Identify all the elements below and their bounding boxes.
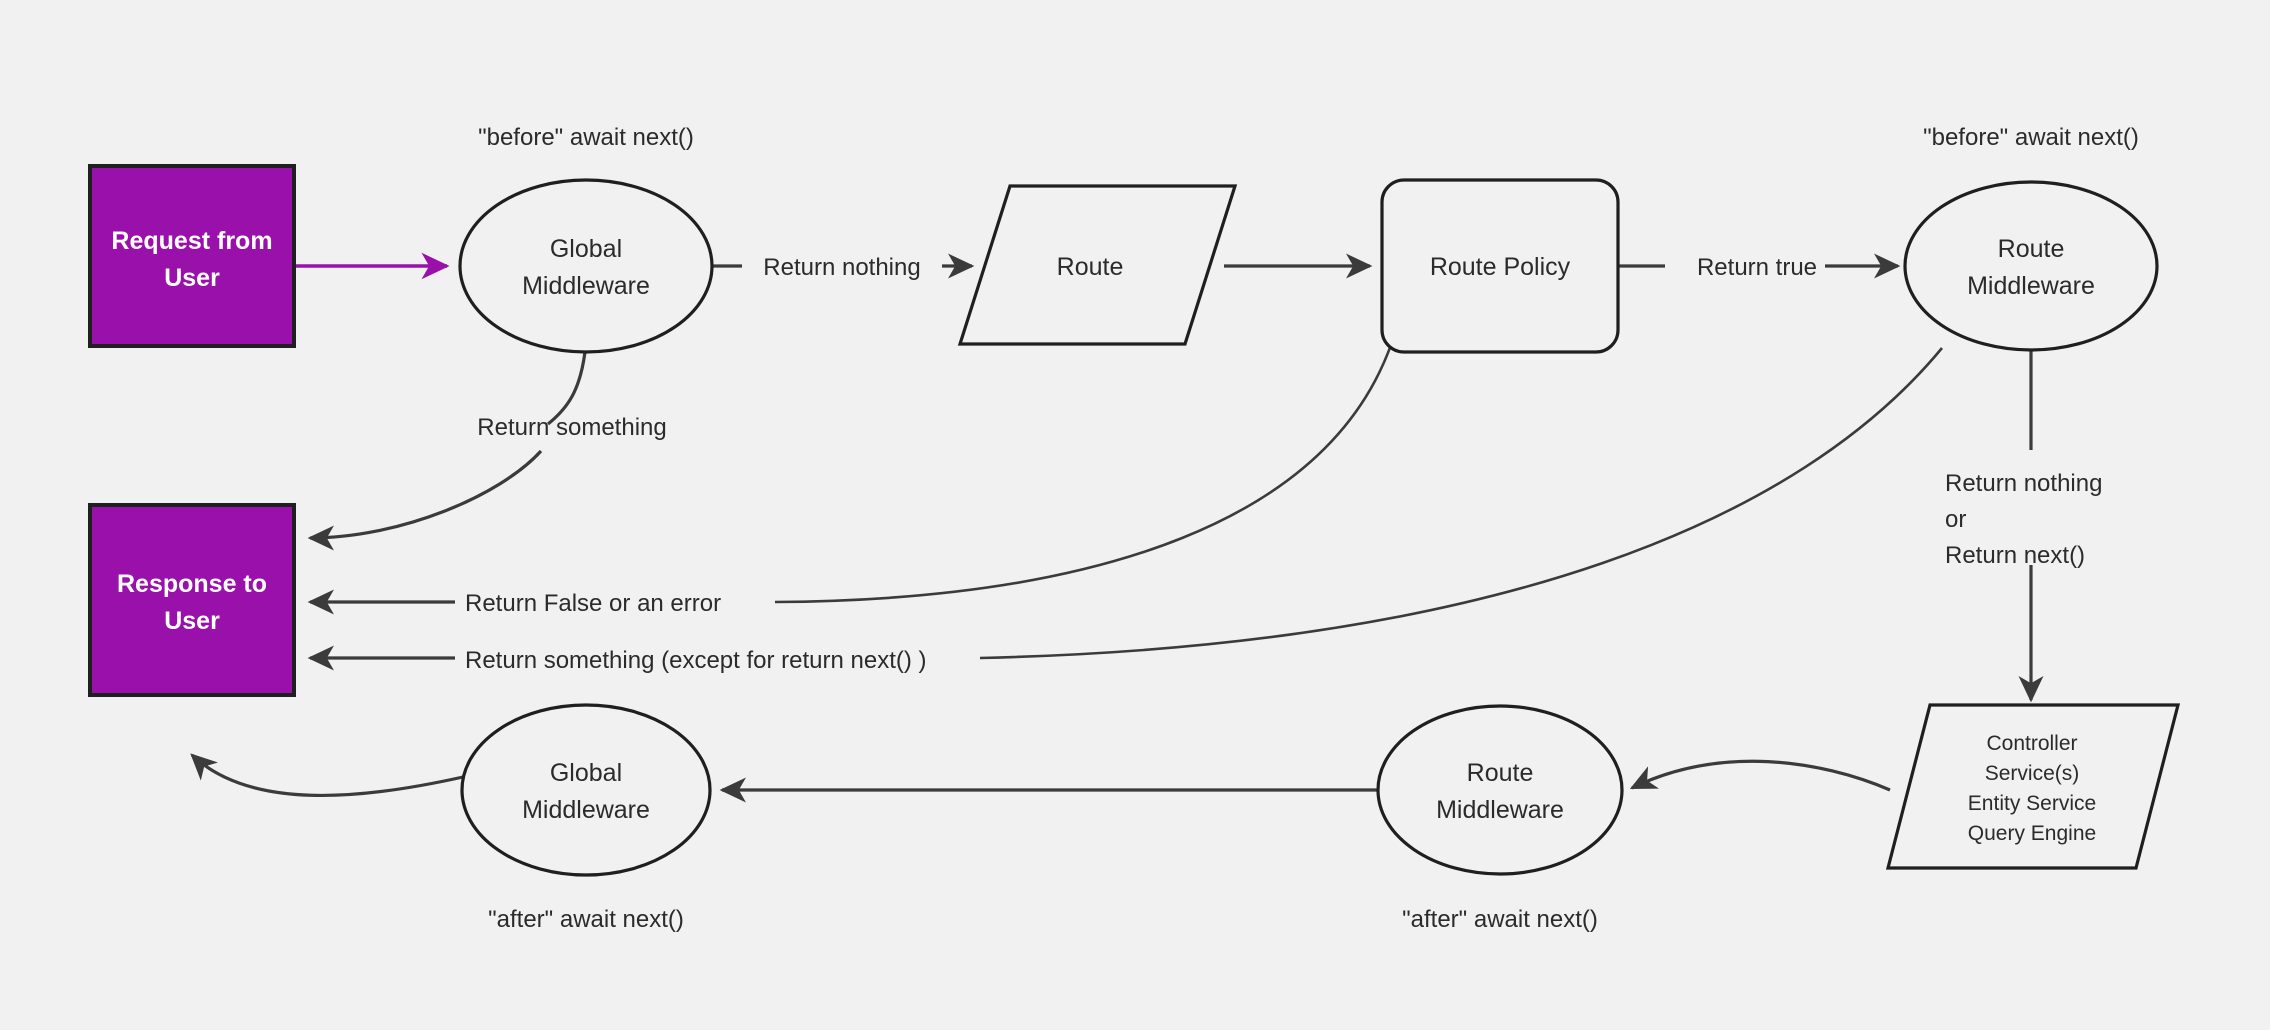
edge-label-return-nothing-or-next-line2: or	[1945, 506, 1966, 533]
node-route-middleware-top[interactable]: Route Middleware	[1903, 180, 2159, 352]
annotation-after-await-next-route-middleware: "after" await next()	[1402, 906, 1598, 933]
edge-global-middleware-bottom-to-response	[190, 753, 464, 797]
node-controller-line3: Entity Service	[1968, 792, 2096, 815]
edge-controller-to-route-middleware-bottom	[1629, 759, 1891, 792]
node-global-middleware-top-line1: Global	[550, 235, 622, 263]
node-request-label-line2: User	[164, 264, 220, 292]
edge-label-return-something: Return something	[477, 414, 666, 441]
node-global-middleware-top[interactable]: Global Middleware	[458, 178, 714, 354]
annotation-after-await-next-global: "after" await next()	[488, 906, 684, 933]
node-route-label: Route	[1057, 253, 1124, 281]
annotation-before-await-next-route-middleware: "before" await next()	[1923, 124, 2139, 151]
node-global-middleware-bottom-line2: Middleware	[522, 796, 650, 824]
node-route[interactable]: Route	[957, 184, 1238, 346]
node-route-policy-label: Route Policy	[1430, 253, 1571, 281]
node-route-middleware-top-line2: Middleware	[1967, 272, 2095, 300]
node-route-middleware-bottom-line1: Route	[1467, 759, 1534, 787]
edge-label-return-nothing-or-next-line1: Return nothing	[1945, 470, 2102, 497]
node-global-middleware-top-line2: Middleware	[522, 272, 650, 300]
node-controller-line1: Controller	[1986, 732, 2077, 755]
edge-route-middleware-to-response	[307, 347, 1944, 671]
edge-label-return-something-except-next: Return something (except for return next…	[465, 647, 927, 674]
edge-route-policy-to-response	[307, 341, 1394, 615]
edge-label-return-nothing-or-next-line3: Return next()	[1945, 542, 2085, 569]
node-response-label-line2: User	[164, 607, 220, 635]
node-route-middleware-bottom[interactable]: Route Middleware	[1376, 704, 1624, 876]
node-controller-line4: Query Engine	[1968, 822, 2096, 845]
node-request-label-line1: Request from	[111, 227, 272, 255]
node-global-middleware-bottom-line1: Global	[550, 759, 622, 787]
annotation-before-await-next-global: "before" await next()	[478, 124, 694, 151]
node-controller-services[interactable]: Controller Service(s) Entity Service Que…	[1885, 703, 2181, 870]
node-controller-line2: Service(s)	[1985, 762, 2080, 785]
node-response-to-user[interactable]: Response to User	[88, 503, 296, 697]
node-response-label-line1: Response to	[117, 570, 267, 598]
node-route-middleware-top-line1: Route	[1998, 235, 2065, 263]
edge-global-middleware-to-response	[307, 351, 587, 551]
node-global-middleware-bottom[interactable]: Global Middleware	[460, 703, 712, 877]
node-route-middleware-bottom-line2: Middleware	[1436, 796, 1564, 824]
edge-label-return-true: Return true	[1697, 254, 1817, 281]
node-request-from-user[interactable]: Request from User	[88, 164, 296, 348]
node-route-policy[interactable]: Route Policy	[1380, 178, 1620, 354]
edge-label-return-false-or-error: Return False or an error	[465, 590, 721, 617]
edge-label-return-nothing: Return nothing	[763, 254, 920, 281]
